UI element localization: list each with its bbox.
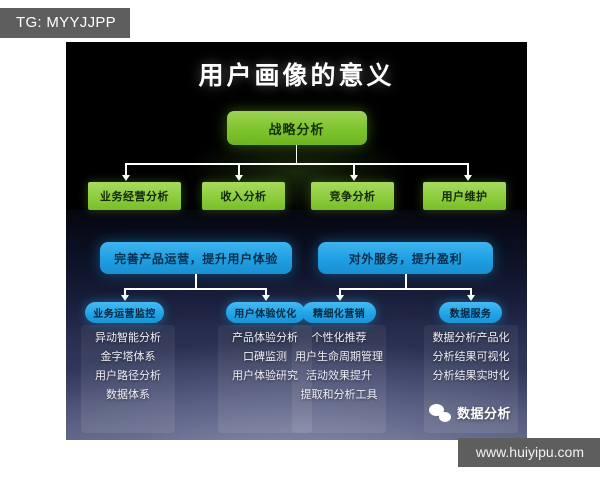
connector-root-stem — [295, 145, 297, 163]
connector-drop-4 — [467, 163, 469, 176]
node-group-external-service: 对外服务，提升盈利 — [318, 242, 493, 274]
node-root-strategy: 战略分析 — [226, 111, 367, 145]
arrow-pill-1 — [120, 295, 129, 301]
connector-drop-3 — [353, 163, 355, 176]
arrow-level2-4 — [463, 175, 472, 181]
column-panel-3 — [292, 325, 386, 433]
connector-group2-drop-1 — [339, 288, 341, 296]
connector-drop-2 — [238, 163, 240, 176]
connector-group1-drop-2 — [265, 288, 267, 296]
connector-group1-bus — [124, 288, 266, 290]
list-item: 提取和分析工具 — [300, 389, 378, 401]
list-item: 口碑监测 — [243, 351, 287, 363]
arrow-level2-3 — [349, 175, 358, 181]
list-item: 分析结果实时化 — [432, 370, 510, 382]
leaf-list-refined-marketing: 个性化推荐 用户生命周期管理 活动效果提升 提取和分析工具 — [292, 330, 386, 404]
pill-user-experience-optimization: 用户体验优化 — [226, 302, 305, 323]
list-item: 数据体系 — [106, 389, 150, 401]
list-item: 产品体验分析 — [232, 332, 298, 344]
list-item: 金字塔体系 — [100, 351, 156, 363]
arrow-pill-3 — [335, 295, 344, 301]
list-item: 用户路径分析 — [95, 370, 161, 382]
leaf-list-data-service: 数据分析产品化 分析结果可视化 分析结果实时化 — [424, 330, 518, 385]
list-item: 个性化推荐 — [311, 332, 367, 344]
list-item: 活动效果提升 — [306, 370, 372, 382]
pill-data-service: 数据服务 — [439, 302, 502, 323]
wechat-badge: 数据分析 — [428, 403, 511, 422]
connector-group2-bus — [339, 288, 471, 290]
arrow-pill-4 — [466, 295, 475, 301]
connector-group2-drop-2 — [470, 288, 472, 296]
node-revenue-analysis: 收入分析 — [202, 182, 285, 210]
list-item: 数据分析产品化 — [432, 332, 510, 344]
pill-refined-marketing: 精细化营销 — [302, 302, 376, 323]
list-item: 分析结果可视化 — [432, 351, 510, 363]
column-panel-1 — [81, 325, 175, 433]
arrow-pill-2 — [261, 295, 270, 301]
node-group-product-operation: 完善产品运营，提升用户体验 — [100, 242, 292, 274]
poster-title: 用户画像的意义 — [198, 62, 395, 90]
leaf-list-user-experience-optimization: 产品体验分析 口碑监测 用户体验研究 — [218, 330, 312, 385]
connector-group1-stem — [195, 274, 197, 288]
node-business-operation-analysis: 业务经营分析 — [88, 182, 181, 210]
node-competition-analysis: 竞争分析 — [311, 182, 394, 210]
connector-drop-1 — [125, 163, 127, 176]
column-panel-2 — [218, 325, 312, 433]
connector-group1-drop-1 — [124, 288, 126, 296]
url-watermark: www.huiyipu.com — [457, 438, 600, 467]
telegram-watermark: TG: MYYJJPP — [0, 8, 130, 38]
pill-business-operation-monitoring: 业务运营监控 — [85, 302, 164, 323]
wechat-badge-label: 数据分析 — [456, 406, 511, 421]
poster-canvas: 用户画像的意义 战略分析 业务经营分析 收入分析 竞争分析 用户维护 完善产品运… — [66, 42, 527, 440]
arrow-level2-1 — [121, 175, 130, 181]
connector-root-bus — [125, 163, 467, 165]
list-item: 异动智能分析 — [95, 332, 161, 344]
arrow-level2-2 — [234, 175, 243, 181]
list-item: 用户体验研究 — [232, 370, 298, 382]
wechat-icon — [428, 403, 451, 422]
node-user-maintenance: 用户维护 — [423, 182, 506, 210]
list-item: 用户生命周期管理 — [295, 351, 383, 363]
leaf-list-business-operation-monitoring: 异动智能分析 金字塔体系 用户路径分析 数据体系 — [81, 330, 175, 404]
connector-group2-stem — [405, 274, 407, 288]
wechat-bubble-small — [438, 411, 451, 422]
